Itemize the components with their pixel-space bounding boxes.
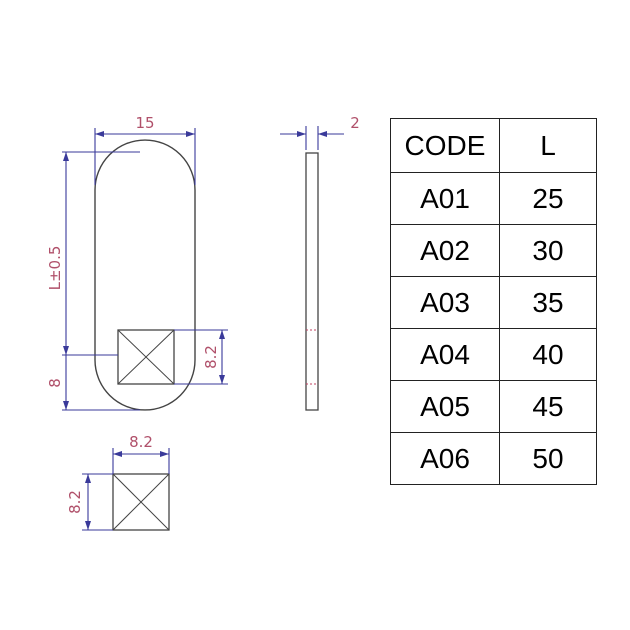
- header-l: L: [499, 118, 597, 173]
- width-label: 15: [135, 114, 154, 132]
- thickness-label: 2: [350, 114, 360, 132]
- cell-l: 40: [499, 328, 597, 381]
- table-row: A03 35: [390, 276, 597, 329]
- bottom-offset-label: 8: [46, 378, 64, 388]
- cell-l: 35: [499, 276, 597, 329]
- cell-code: A01: [390, 172, 500, 225]
- cell-l: 45: [499, 380, 597, 433]
- length-dimension: [62, 151, 140, 356]
- table-header-row: CODE L: [390, 118, 597, 173]
- detail-width-dimension: [112, 448, 170, 474]
- table-row: A01 25: [390, 172, 597, 225]
- cell-code: A04: [390, 328, 500, 381]
- width-dimension: [94, 128, 196, 185]
- side-view-outline: [305, 152, 319, 411]
- cell-code: A02: [390, 224, 500, 277]
- front-view: [94, 139, 196, 411]
- table-row: A02 30: [390, 224, 597, 277]
- square-detail-view: [112, 473, 170, 531]
- square-height-dimension: [174, 329, 228, 385]
- square-height-label: 8.2: [202, 345, 220, 369]
- detail-height-label: 8.2: [66, 490, 84, 514]
- header-code: CODE: [390, 118, 500, 173]
- square-hole: [117, 329, 175, 385]
- cell-code: A06: [390, 432, 500, 485]
- detail-square: [112, 473, 170, 531]
- detail-diagonal-2: [112, 473, 170, 531]
- side-view: [305, 152, 319, 411]
- cell-l: 25: [499, 172, 597, 225]
- length-label: L±0.5: [46, 246, 64, 291]
- square-hole-diagonal-2: [117, 329, 175, 385]
- code-length-table: CODE L A01 25 A02 30 A03 35 A04 40 A05 4…: [390, 118, 597, 485]
- bottom-offset-dimension: [62, 355, 140, 411]
- plate-outline: [94, 139, 196, 411]
- cell-l: 50: [499, 432, 597, 485]
- cell-l: 30: [499, 224, 597, 277]
- table-row: A06 50: [390, 432, 597, 485]
- cell-code: A05: [390, 380, 500, 433]
- table-row: A05 45: [390, 380, 597, 433]
- detail-width-label: 8.2: [129, 433, 153, 451]
- cell-code: A03: [390, 276, 500, 329]
- table-row: A04 40: [390, 328, 597, 381]
- detail-height-dimension: [82, 473, 113, 531]
- thickness-dimension: [280, 126, 344, 150]
